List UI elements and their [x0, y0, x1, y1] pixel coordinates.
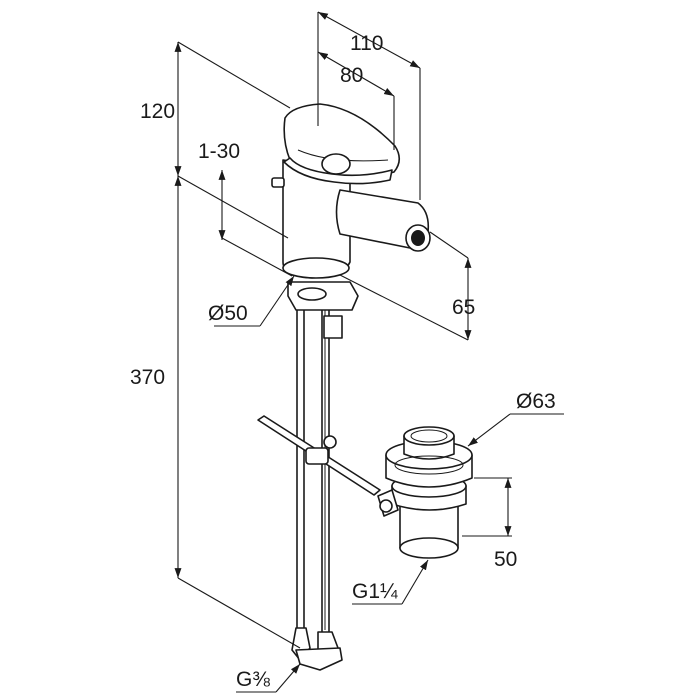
- dim-base-diameter: Ø50: [208, 302, 248, 325]
- faucet-spout: [335, 189, 431, 252]
- dim-lever-depth: 80: [340, 64, 363, 87]
- dim-spout-projection: 65: [452, 296, 475, 319]
- waste-plug: [385, 426, 473, 488]
- dim-spout-height: 120: [140, 100, 175, 123]
- faucet-base: [282, 159, 351, 279]
- dim-waste-diameter: Ø63: [516, 390, 556, 413]
- mounting-bracket: [287, 281, 359, 339]
- hose-fittings: [291, 627, 343, 671]
- popup-waste-assembly: [257, 415, 473, 559]
- dim-waste-height: 50: [494, 548, 517, 571]
- popup-rod-knob: [271, 177, 285, 188]
- dim-total-height: 370: [130, 366, 165, 389]
- dimension-labels: 110 80 120 1-30 Ø50 65 370 Ø63 50 G1¼ G⅜: [130, 32, 556, 691]
- dim-supply-thread: G⅜: [236, 668, 270, 691]
- dim-deck-thickness: 1-30: [198, 140, 240, 163]
- dimension-lines: [174, 11, 564, 693]
- lift-rod: [257, 415, 381, 496]
- dim-waste-thread: G1¼: [352, 580, 398, 603]
- faucet-assembly: [271, 103, 431, 671]
- dim-overall-depth: 110: [350, 32, 383, 55]
- lever-handle: [283, 103, 401, 185]
